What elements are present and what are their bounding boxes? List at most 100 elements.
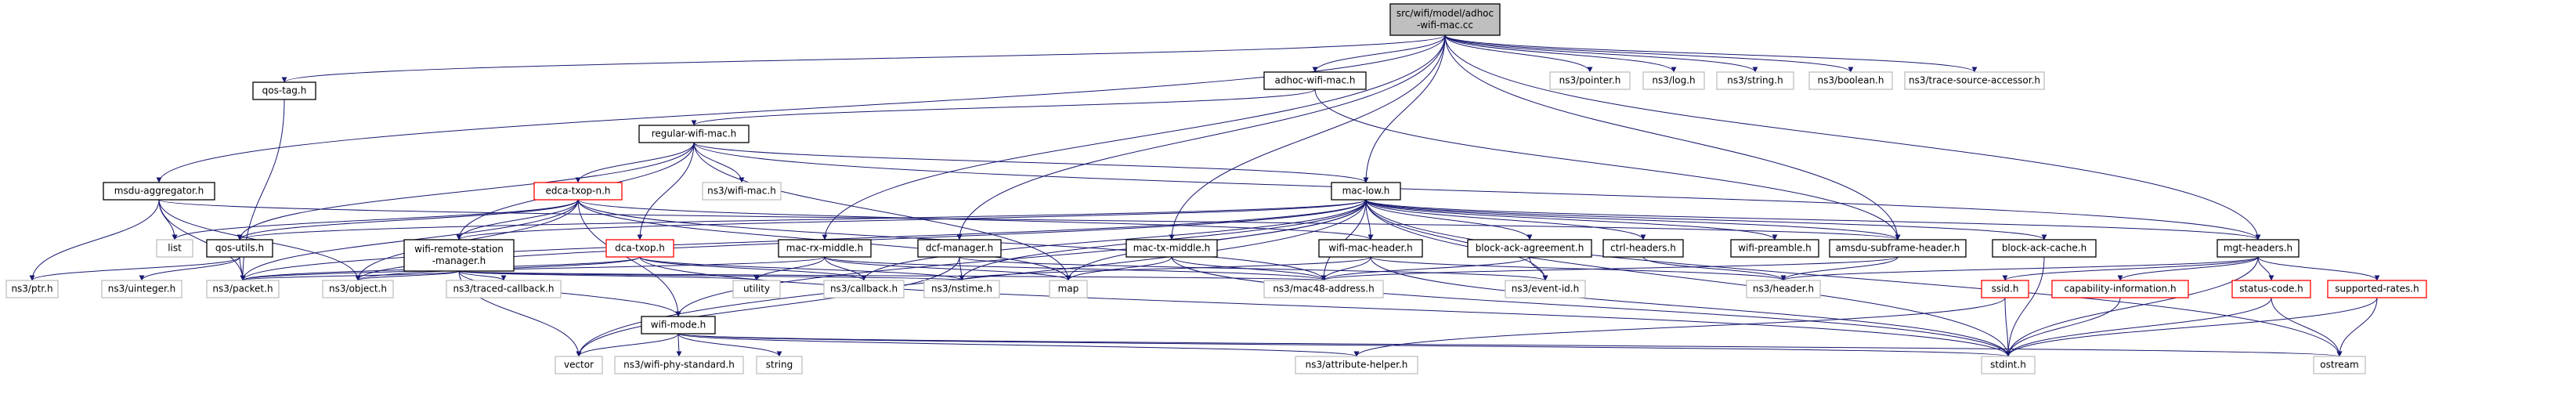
edge-dcfmgr-to-vector: [576, 256, 960, 357]
node-phystd: ns3/wifi-phy-standard.h: [614, 356, 744, 374]
node-wmh[interactable]: wifi-mac-header.h: [1318, 239, 1423, 258]
edge-wmh-to-nstime: [959, 256, 1371, 281]
node-eventid: ns3/event-id.h: [1505, 280, 1586, 298]
node-ctrl[interactable]: ctrl-headers.h: [1602, 239, 1684, 258]
node-bac[interactable]: block-ack-cache.h: [1992, 239, 2097, 258]
node-macrx[interactable]: mac-rx-middle.h: [778, 239, 872, 258]
node-edca[interactable]: edca-txop-n.h: [533, 182, 623, 201]
node-root[interactable]: src/wifi/model/adhoc-wifi-mac.cc: [1389, 3, 1501, 36]
node-box: [1549, 71, 1631, 90]
node-label: wifi-mode.h: [651, 320, 706, 331]
edge-maclow-to-preamble: [1365, 199, 1778, 240]
node-dcfmgr[interactable]: dcf-manager.h: [917, 239, 1002, 258]
node-capinfo[interactable]: capability-information.h: [2051, 280, 2189, 298]
edge-mgt-to-ssid: [2002, 256, 2259, 281]
node-label: ssid.h: [1992, 284, 2019, 295]
node-msdu[interactable]: msdu-aggregator.h: [103, 182, 215, 201]
node-suprates[interactable]: supported-rates.h: [2327, 280, 2427, 298]
edge-root-to-amsdu: [1444, 34, 1901, 240]
node-label: block-ack-agreement.h: [1476, 243, 1584, 254]
edge-edca-to-wmh: [577, 199, 1374, 240]
edge-maclow-to-wrsm: [456, 199, 1367, 240]
node-box: [206, 280, 280, 298]
node-box: [638, 125, 750, 143]
node-label: utility: [743, 284, 770, 295]
node-attr: ns3/attribute-helper.h: [1295, 356, 1418, 374]
edge-root-to-log: [1444, 34, 1677, 73]
edge-wrsm-to-packet: [240, 270, 460, 281]
node-mgt[interactable]: mgt-headers.h: [2217, 239, 2300, 258]
node-label: capability-information.h: [2064, 284, 2176, 295]
node-box: [1331, 182, 1401, 201]
edge-root-to-adhoc: [1312, 34, 1446, 73]
edge-baa-to-eventid: [1529, 256, 1548, 281]
node-maclow[interactable]: mac-low.h: [1331, 182, 1401, 201]
edge-wrsm-to-nstime: [458, 270, 964, 281]
node-amsdu[interactable]: amsdu-subframe-header.h: [1829, 239, 1967, 258]
edge-qosutils-to-ptr: [29, 256, 240, 281]
node-regular[interactable]: regular-wifi-mac.h: [638, 125, 750, 143]
node-box: [1125, 239, 1218, 258]
node-label: block-ack-cache.h: [2002, 243, 2086, 254]
node-header: ns3/header.h: [1746, 280, 1821, 298]
edge-wrsm-to-traced: [458, 270, 507, 281]
node-label: dca-txop.h: [615, 243, 665, 254]
node-mactx[interactable]: mac-tx-middle.h: [1125, 239, 1218, 258]
node-label: ns3/boolean.h: [1818, 75, 1884, 86]
node-label: mac-low.h: [1342, 186, 1390, 197]
edge-adhoc-to-amsdu: [1314, 89, 1901, 240]
edge-macrx-to-packet: [240, 256, 826, 281]
edge-suprates-to-ostream: [2336, 297, 2378, 357]
node-statuscode[interactable]: status-code.h: [2231, 280, 2311, 298]
edge-baa-to-mac48: [1321, 256, 1530, 281]
node-box: [206, 239, 273, 258]
node-box: [555, 356, 603, 374]
edge-maclow-to-wifimode: [675, 199, 1367, 317]
edge-ctrl-to-header: [1642, 256, 1787, 281]
node-qostag[interactable]: qos-tag.h: [252, 81, 316, 100]
node-label: ns3/nstime.h: [931, 284, 992, 295]
node-box: [1829, 239, 1967, 258]
edge-dcatxop-to-nstime: [639, 256, 965, 281]
node-label: ns3/header.h: [1753, 284, 1814, 295]
edge-maclow-to-vector: [576, 199, 1367, 357]
node-preamble[interactable]: wifi-preamble.h: [1730, 239, 1819, 258]
node-box: [923, 280, 1000, 298]
node-label: string: [766, 360, 793, 371]
node-dcatxop[interactable]: dca-txop.h: [605, 239, 674, 258]
node-baa[interactable]: block-ack-agreement.h: [1467, 239, 1592, 258]
node-map: map: [1049, 280, 1088, 298]
edge-wrsm-to-object: [355, 270, 460, 281]
edge-root-to-tsa: [1444, 34, 1978, 73]
node-label: ns3/ptr.h: [11, 284, 52, 295]
edge-mactx-to-mac48: [1171, 256, 1327, 281]
node-box: [2217, 239, 2300, 258]
node-box: [252, 81, 316, 100]
node-wrsm[interactable]: wifi-remote-station-manager.h: [403, 239, 515, 272]
edge-msdu-to-list: [158, 199, 178, 240]
edge-regular-to-maclow: [693, 142, 1369, 183]
edge-regular-to-qosutils: [237, 142, 695, 240]
node-adhoc[interactable]: adhoc-wifi-mac.h: [1263, 71, 1367, 90]
edge-amsdu-to-header: [1780, 256, 1899, 281]
node-ssid[interactable]: ssid.h: [1981, 280, 2029, 298]
node-qosutils[interactable]: qos-utils.h: [206, 239, 273, 258]
edge-mgt-to-statuscode: [2257, 256, 2274, 281]
node-wifimode[interactable]: wifi-mode.h: [641, 316, 716, 334]
node-label: regular-wifi-mac.h: [652, 128, 737, 139]
node-box: [322, 280, 394, 298]
node-label: ns3/wifi-mac.h: [707, 186, 776, 197]
node-boolean: ns3/boolean.h: [1808, 71, 1893, 90]
edge-mgt-to-capinfo: [2117, 256, 2259, 281]
edge-maclow-to-bac: [1365, 199, 2047, 240]
node-label: ns3/wifi-phy-standard.h: [623, 360, 735, 371]
edge-maclow-to-baa: [1365, 199, 1533, 240]
edge-edca-to-wifimode: [577, 199, 681, 317]
node-label: ns3/mac48-address.h: [1273, 284, 1374, 295]
node-box: [732, 280, 781, 298]
node-box: [1602, 239, 1684, 258]
node-box: [1505, 280, 1586, 298]
edge-regular-to-edca: [575, 142, 695, 183]
node-ptr: ns3/ptr.h: [5, 280, 59, 298]
node-packet: ns3/packet.h: [206, 280, 280, 298]
